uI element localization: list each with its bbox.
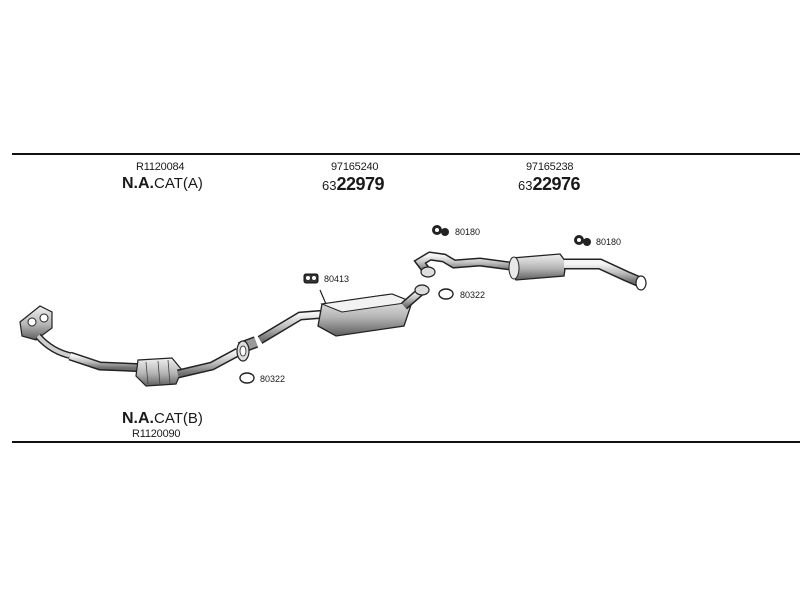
header-left-variant-bold: N.A. <box>122 175 154 192</box>
header-right-code: 97165238 <box>526 161 574 173</box>
callout-80180-mid: 80180 <box>455 227 481 237</box>
header-left-variant: N.A.CAT(A) <box>122 175 203 193</box>
rear-silencer <box>508 253 567 281</box>
footer-left-variant-rest: CAT(B) <box>154 410 203 427</box>
catalytic-converter <box>135 357 183 387</box>
hanger-bracket <box>319 289 327 305</box>
header-left-variant-rest: CAT(A) <box>154 175 203 192</box>
footer-left-code: R1120090 <box>132 428 181 440</box>
hanger-rear-icon <box>574 235 591 246</box>
callout-80322-mid: 80322 <box>460 290 486 300</box>
header-left-code: R1120084 <box>136 161 185 173</box>
gasket-mid-icon <box>438 288 454 300</box>
header-right-partno-bold: 22976 <box>532 174 581 194</box>
header-mid-code: 97165240 <box>331 161 379 173</box>
tail-pipe <box>564 258 647 291</box>
mid-pipe <box>401 251 511 310</box>
header-right-partno-prefix: 63 <box>518 178 533 193</box>
intermediate-pipe <box>176 309 327 379</box>
header-right-partno: 6322976 <box>518 174 581 195</box>
front-pipe <box>68 351 149 373</box>
footer-left-variant: N.A.CAT(B) <box>122 410 203 428</box>
callout-80180-rear: 80180 <box>596 237 622 247</box>
header-mid-partno: 6322979 <box>322 174 385 195</box>
footer-left-variant-bold: N.A. <box>122 410 154 427</box>
top-divider <box>12 153 800 155</box>
callout-80322-front: 80322 <box>260 374 286 384</box>
hanger-front-icon <box>303 273 319 284</box>
flange-front <box>236 340 250 362</box>
callout-80413: 80413 <box>324 274 350 284</box>
header-mid-partno-prefix: 63 <box>322 178 337 193</box>
exhaust-manifold <box>19 305 73 360</box>
header-mid-partno-bold: 22979 <box>336 174 385 194</box>
bottom-divider <box>12 441 800 443</box>
gasket-front-icon <box>239 372 255 384</box>
front-silencer <box>317 293 414 337</box>
hanger-mid-icon <box>432 225 449 236</box>
